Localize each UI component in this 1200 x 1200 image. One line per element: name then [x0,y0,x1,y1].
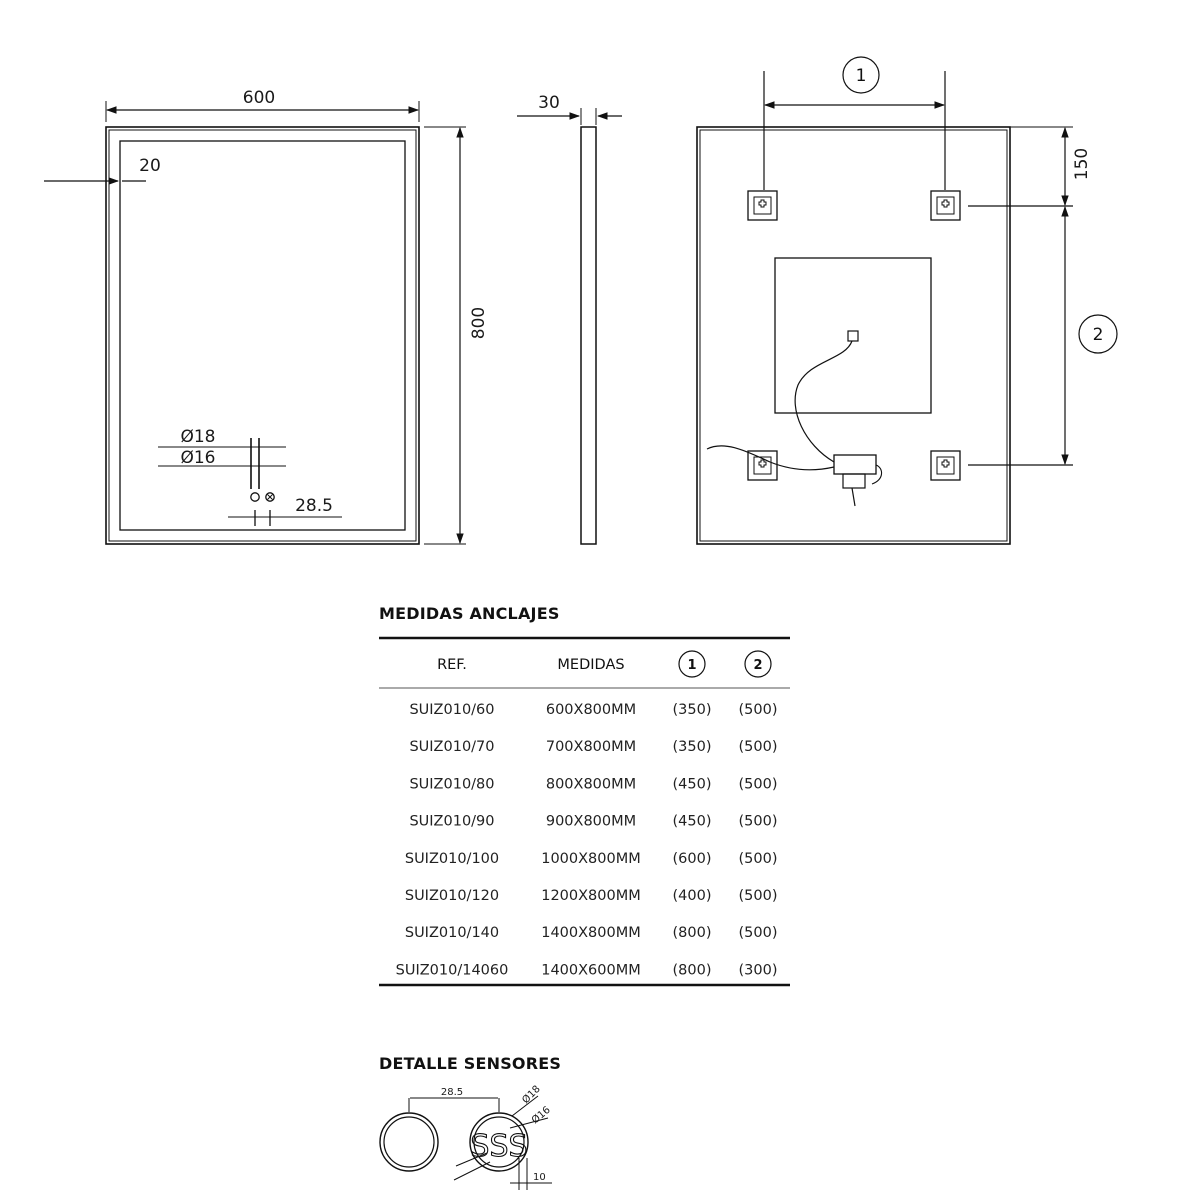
anchors-table-header: REF. MEDIDAS 1 2 [437,650,772,678]
antifog-pad [774,257,932,414]
sensor-spacing-detail-label: 28.5 [441,1087,463,1098]
front-outer-frame [105,126,420,545]
cell-medidas: 700X800MM [546,739,636,755]
antifog-symbol: SSS [470,1129,527,1164]
table-row: SUIZ010/140 1400X800MM (800) (500) [405,925,778,941]
cell-medidas: 1400X800MM [541,925,641,941]
cell-anchor-2: (500) [739,888,778,904]
table-row: SUIZ010/80 800X800MM (450) (500) [409,776,777,792]
front-view [44,101,466,545]
anchor-bracket-top-left [747,190,778,221]
sensor-outer-dia-detail-label: Ø18 [520,1083,543,1106]
front-outer-frame-inner-line [108,129,417,542]
table-row: SUIZ010/90 900X800MM (450) (500) [409,814,777,830]
cell-ref: SUIZ010/80 [409,776,494,792]
depth-label: 30 [538,93,560,113]
side-profile [580,126,597,545]
side-view [517,108,622,545]
cell-medidas: 600X800MM [546,702,636,718]
cell-medidas: 900X800MM [546,814,636,830]
front-led-border [119,140,406,531]
power-cable [706,445,835,471]
cell-ref: SUIZ010/60 [409,702,494,718]
anchors-table-body: SUIZ010/60 600X800MM (350) (500) SUIZ010/70 7… [396,702,778,978]
cell-ref: SUIZ010/120 [405,888,499,904]
anchor-bracket-top-right [930,190,961,221]
header-medidas: MEDIDAS [557,657,624,673]
cell-medidas: 1200X800MM [541,888,641,904]
cell-anchor-1: (800) [673,962,712,978]
cell-ref: SUIZ010/140 [405,925,499,941]
pad-connector [847,330,859,342]
back-view [696,56,1118,545]
anchor-bracket-bottom-left [747,450,778,481]
anchors-table-title: MEDIDAS ANCLAJES [379,604,560,623]
cell-anchor-2: (300) [739,962,778,978]
cell-anchor-1: (450) [673,814,712,830]
sensor-touch-icon [250,492,260,502]
cell-medidas: 800X800MM [546,776,636,792]
cell-medidas: 1000X800MM [541,851,641,867]
table-row: SUIZ010/120 1200X800MM (400) (500) [405,888,778,904]
sensor-antifog-outer [469,1112,529,1172]
sensor-antifog-icon [265,492,275,502]
sensor-depth-detail-label: 10 [533,1172,546,1183]
sensor-touch-outer [379,1112,439,1172]
cell-anchor-1: (450) [673,776,712,792]
cell-anchor-1: (800) [673,925,712,941]
anchor-bracket-bottom-right [930,450,961,481]
cell-anchor-1: (600) [673,851,712,867]
cell-medidas: 1400X600MM [541,962,641,978]
cell-anchor-2: (500) [739,739,778,755]
table-row: SUIZ010/100 1000X800MM (600) (500) [405,851,778,867]
callout-2-circle [1078,314,1118,354]
cell-ref: SUIZ010/100 [405,851,499,867]
cell-anchor-2: (500) [739,925,778,941]
cell-anchor-2: (500) [739,776,778,792]
cell-anchor-2: (500) [739,702,778,718]
sensor-detail-drawing [379,1095,552,1190]
transformer-box [833,454,877,475]
top-offset-label: 150 [1072,148,1092,180]
cell-anchor-2: (500) [739,814,778,830]
width-label: 600 [243,88,275,108]
sensor-detail-title: DETALLE SENSORES [379,1054,561,1073]
cell-ref: SUIZ010/90 [409,814,494,830]
callout-2-label: 2 [1093,325,1104,345]
callout-1-circle [842,56,880,94]
header-callout-2: 2 [753,658,762,673]
cell-anchor-1: (350) [673,702,712,718]
header-ref: REF. [437,657,467,673]
pad-cable [794,340,853,463]
inner-diameter-label: Ø16 [180,448,215,468]
outer-diameter-label: Ø18 [180,427,215,447]
back-outer-frame [696,126,1011,545]
cell-ref: SUIZ010/70 [409,739,494,755]
height-label: 800 [469,307,489,339]
frame-width-label: 20 [139,156,161,176]
cell-anchor-2: (500) [739,851,778,867]
table-row: SUIZ010/70 700X800MM (350) (500) [409,739,777,755]
callout-1-label: 1 [856,66,867,86]
sensor-inner-dia-detail-label: Ø16 [529,1104,553,1126]
table-row: SUIZ010/14060 1400X600MM (800) (300) [396,962,778,978]
cell-anchor-1: (350) [673,739,712,755]
table-row: SUIZ010/60 600X800MM (350) (500) [409,702,777,718]
header-callout-1: 1 [687,658,696,673]
sensor-spacing-label: 28.5 [295,496,333,516]
cell-ref: SUIZ010/14060 [396,962,509,978]
cell-anchor-1: (400) [673,888,712,904]
